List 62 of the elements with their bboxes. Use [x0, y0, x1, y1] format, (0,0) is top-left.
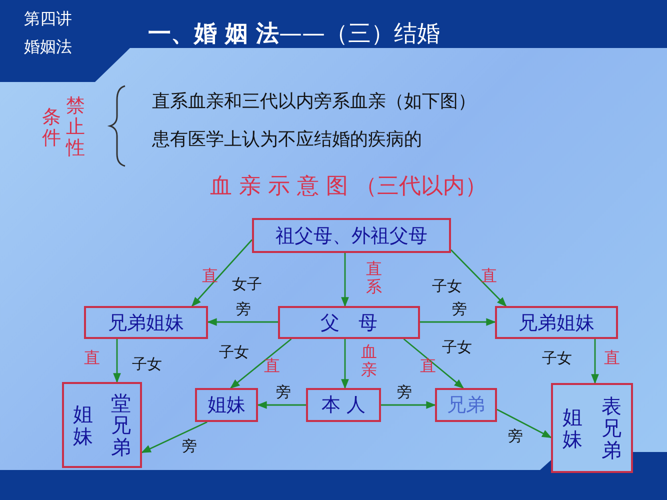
relation-name: 姐妹: [562, 406, 582, 450]
list-item: 直系血亲和三代以内旁系血亲（如下图）: [152, 92, 476, 112]
arrow: [113, 339, 121, 383]
line-label: 直: [604, 349, 620, 367]
line-label: 子女: [132, 356, 162, 372]
line-label: 直: [420, 357, 436, 375]
line-label: 女子: [232, 276, 262, 292]
line-label: 直: [84, 349, 100, 367]
line-label: 子女: [219, 344, 249, 360]
arrow: [591, 339, 599, 384]
arrow: [420, 318, 496, 326]
relation-name: 堂兄弟: [111, 392, 131, 458]
relation-name: 兄弟姐妹: [108, 310, 184, 336]
relation-box: [306, 388, 381, 422]
arrow: [207, 318, 278, 326]
line-label: 旁: [397, 384, 412, 400]
line-label: 血亲: [361, 343, 377, 378]
relation-name: 姐妹: [73, 403, 93, 447]
arrow: [257, 401, 306, 409]
relation-name: 父 母: [320, 310, 378, 336]
relation-name: 本 人: [321, 393, 366, 418]
arrow: [341, 339, 349, 389]
arrow: [230, 338, 292, 389]
arrow: [450, 249, 507, 307]
line-label: 子女: [442, 339, 472, 356]
list-item: 患有医学上认为不应结婚的疾病的: [152, 130, 422, 150]
relation-box: [495, 306, 618, 339]
line-label: 旁: [508, 428, 523, 444]
line-label: 旁: [236, 301, 251, 318]
arrow: [191, 239, 253, 307]
relation-box: [195, 388, 258, 422]
lecture-number: 第四讲: [24, 10, 72, 28]
relation-box: [551, 383, 633, 473]
slide-title: 一、婚 姻 法——（三）结婚: [148, 22, 440, 48]
line-label: 直: [264, 357, 280, 375]
diagram-heading: 血 亲 示 意 图 （三代以内）: [210, 175, 487, 200]
relation-box: [278, 306, 420, 339]
relation-box: [62, 382, 142, 468]
line-label: 旁: [182, 438, 197, 454]
side-heading: 条件: [42, 107, 61, 149]
relation-name: 兄弟: [447, 393, 485, 418]
line-label: 子女: [542, 350, 572, 366]
arrow: [141, 421, 208, 454]
relation-name: 兄弟姐妹: [518, 310, 594, 336]
lecture-topic: 婚姻法: [24, 38, 72, 56]
arrow: [381, 401, 436, 409]
line-label: 旁: [452, 301, 467, 318]
line-label: 旁: [276, 384, 291, 400]
line-label: 直系: [366, 260, 382, 296]
line-label: 子女: [432, 278, 462, 294]
arrow: [403, 338, 464, 389]
line-label: 直: [481, 267, 497, 285]
relation-name: 表兄弟: [602, 395, 622, 461]
arrow: [496, 408, 552, 438]
line-label: 直: [202, 267, 218, 285]
relation-name: 姐妹: [208, 393, 246, 418]
relation-box: [252, 218, 451, 253]
relation-box: [435, 388, 497, 422]
side-heading: 禁止性: [66, 96, 85, 159]
relation-box: [84, 306, 208, 339]
relation-name: 祖父母、外祖父母: [276, 224, 428, 248]
arrow: [341, 253, 349, 307]
